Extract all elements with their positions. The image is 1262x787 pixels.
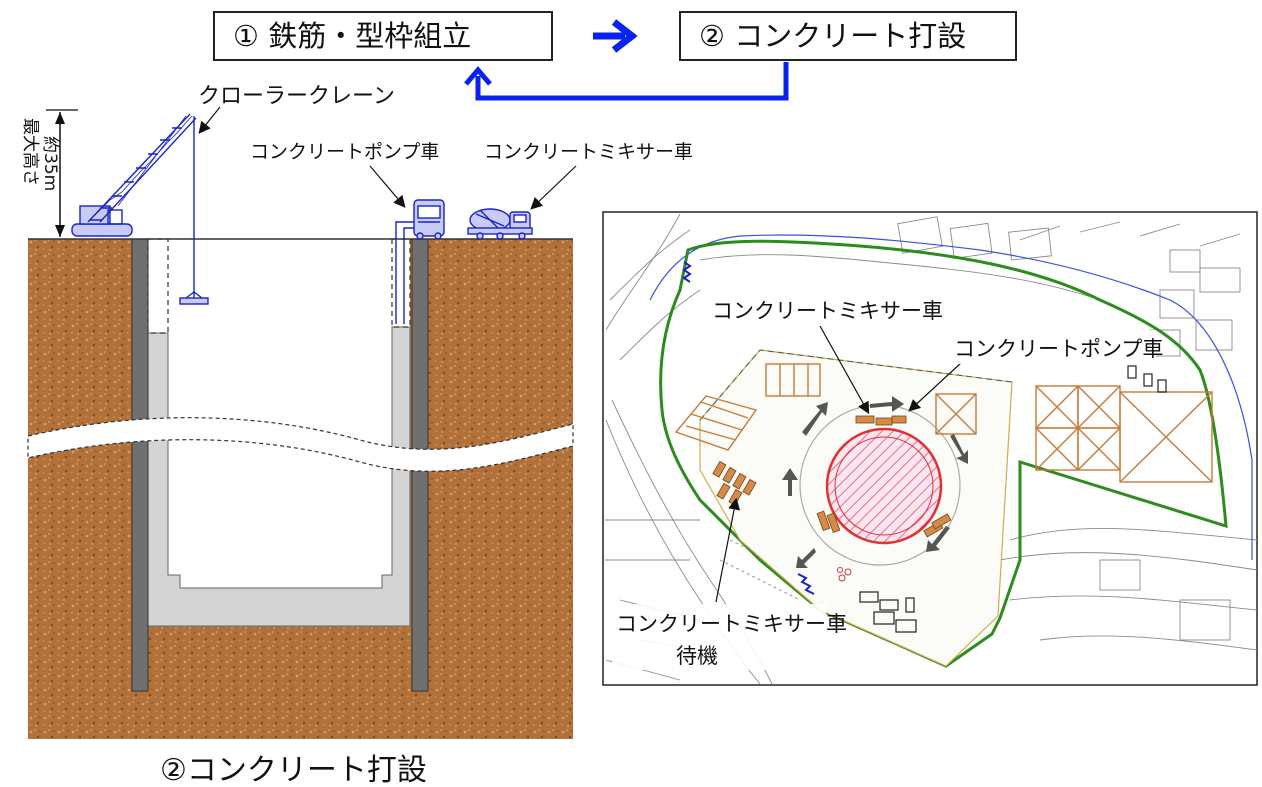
shaft-inner-ring bbox=[834, 436, 934, 536]
max-height-label-2: 約35m bbox=[40, 136, 60, 191]
shaft bbox=[825, 427, 943, 545]
plan-waiting-leader-line bbox=[715, 497, 741, 603]
concrete-mixer-truck bbox=[467, 208, 533, 240]
forward-arrow bbox=[593, 19, 638, 53]
diaphragm-wall-left bbox=[131, 238, 149, 692]
plan-mixer-leader-line bbox=[819, 325, 870, 415]
equipment-vehicles bbox=[712, 415, 952, 538]
step-1-label: ① 鉄筋・型枠組立 bbox=[233, 19, 472, 53]
zigzag-marker-top bbox=[682, 261, 692, 283]
site-plan: コンクリートミキサー車 コンクリートポンプ車 コンクリートミキサー車 待機 bbox=[602, 211, 1258, 686]
step-2-label: ② コンクリート打設 bbox=[699, 19, 967, 53]
material-storage-right bbox=[935, 385, 1213, 483]
pump-leader-line bbox=[369, 165, 406, 208]
section-caption: ②コンクリート打設 bbox=[160, 753, 427, 787]
crane-leader-line bbox=[198, 106, 221, 134]
max-height-dimension bbox=[46, 109, 78, 237]
material-storage-left bbox=[674, 363, 821, 451]
concrete-lining bbox=[147, 326, 411, 627]
section-view: 最大高さ 約35m クローラークレーン bbox=[20, 84, 693, 787]
crawler-crane bbox=[71, 113, 209, 305]
workflow-arrows bbox=[464, 19, 789, 101]
plan-pump-leader-line bbox=[908, 361, 963, 412]
plan-pump-label: コンクリートポンプ車 bbox=[954, 337, 1163, 361]
max-height-label-1: 最大高さ bbox=[20, 118, 40, 186]
traffic-flow-arrows bbox=[782, 396, 968, 568]
zigzag-marker-bottom bbox=[797, 573, 815, 595]
crawler-crane-label: クローラークレーン bbox=[198, 84, 395, 109]
parking-area bbox=[859, 365, 1167, 633]
plan-waiting-label-2: 待機 bbox=[676, 644, 718, 668]
break-line bbox=[27, 417, 574, 472]
site-boundary bbox=[659, 239, 1228, 668]
mixer-truck-label: コンクリートミキサー車 bbox=[484, 141, 693, 163]
step-1-box: ① 鉄筋・型枠組立 bbox=[213, 11, 553, 61]
road-line bbox=[649, 234, 1253, 560]
return-arrow bbox=[464, 62, 789, 101]
plan-waiting-label-1: コンクリートミキサー車 bbox=[616, 612, 847, 636]
plan-labels: コンクリートミキサー車 コンクリートポンプ車 コンクリートミキサー車 待機 bbox=[612, 292, 1163, 670]
pump-truck-label: コンクリートポンプ車 bbox=[250, 141, 439, 163]
mixer-leader-line bbox=[530, 165, 577, 210]
concrete-pump-truck bbox=[395, 199, 445, 324]
plan-mixer-label: コンクリートミキサー車 bbox=[712, 299, 943, 323]
red-markers bbox=[837, 567, 852, 582]
step-2-box: ② コンクリート打設 bbox=[679, 11, 1017, 61]
